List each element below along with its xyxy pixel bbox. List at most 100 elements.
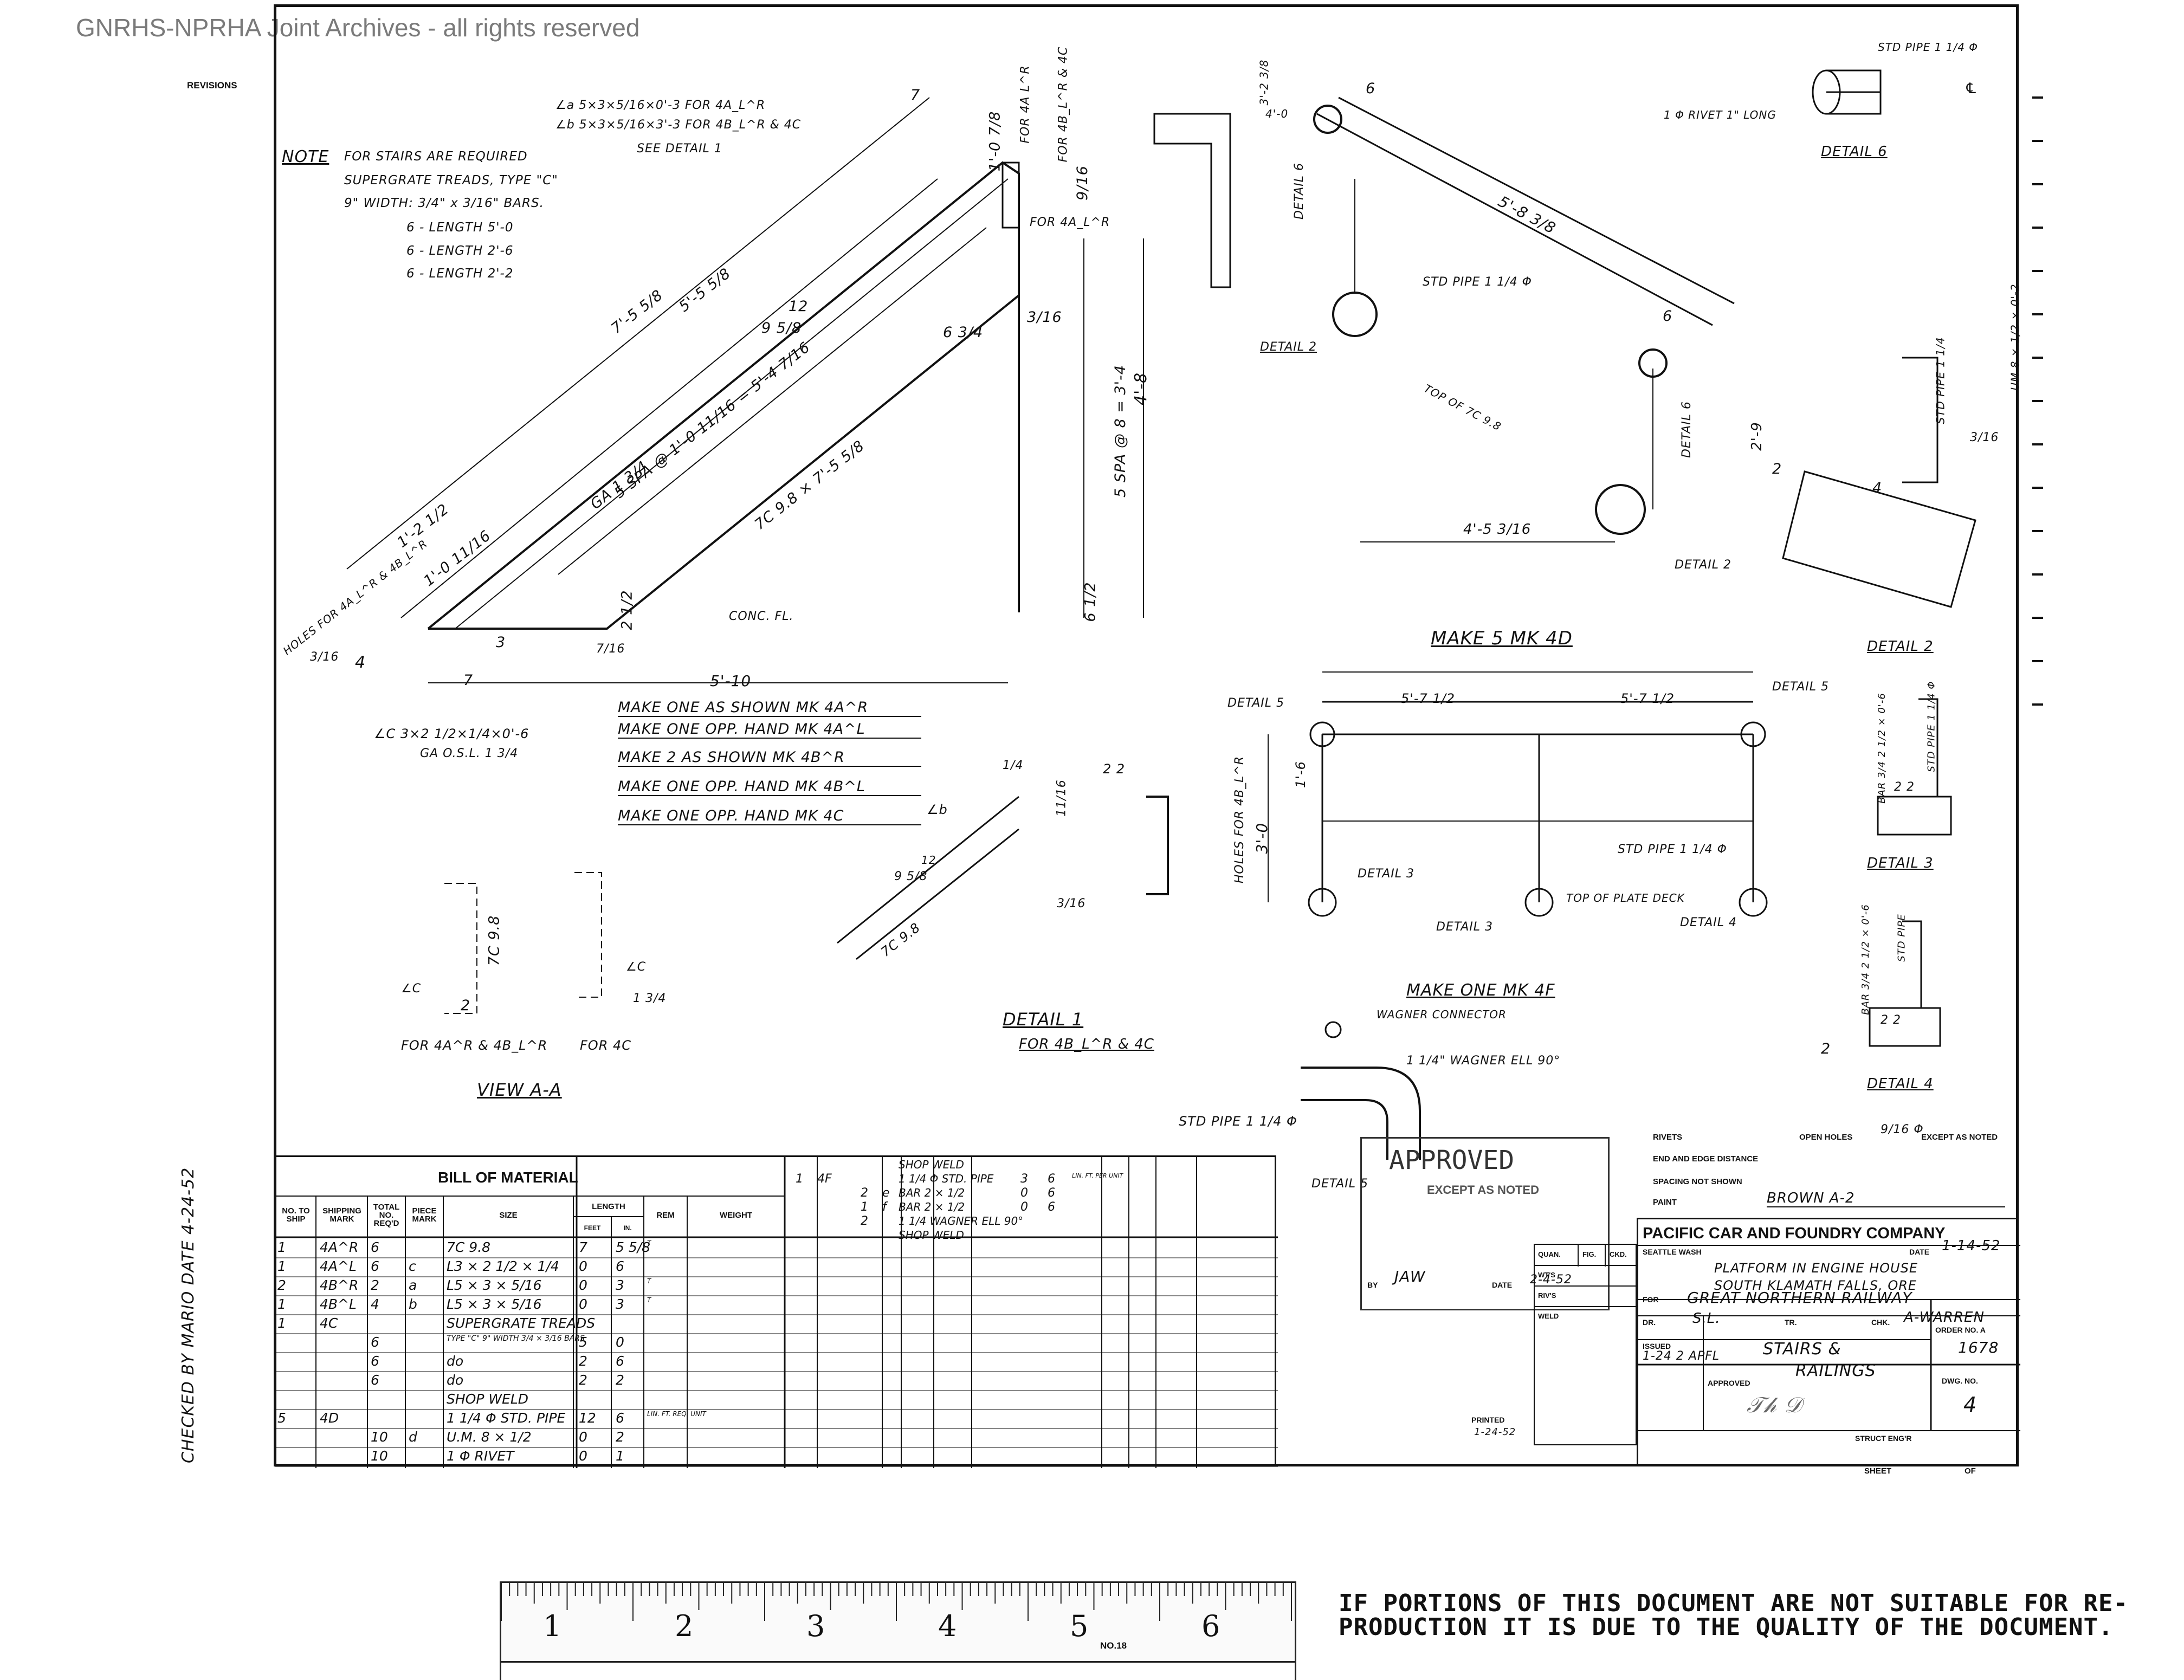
bom-grid [275, 1157, 1278, 1468]
chk-value: A-WARREN [1904, 1309, 1985, 1326]
bom-cell: b [409, 1296, 417, 1312]
for-value: GREAT NORTHERN RAILWAY [1687, 1289, 1912, 1307]
weld-label: WELD [1538, 1312, 1559, 1320]
note-heading: NOTE [282, 147, 329, 166]
dim-7-16: 7/16 [596, 642, 625, 656]
view-aa-for-right: FOR 4C [580, 1038, 632, 1053]
bom-cell: L5 × 3 × 5/16 [447, 1277, 542, 1293]
bom-cell: 6 [371, 1372, 379, 1388]
bom-cell: SHOP WELD [447, 1391, 529, 1407]
bom-cell: 10 [371, 1429, 388, 1445]
bom-cell: 0 [579, 1296, 587, 1312]
bom-right-cell: 6 [1048, 1186, 1055, 1200]
bom-right-cell: 3 [1020, 1172, 1028, 1186]
mk4d-posts [1321, 734, 1754, 902]
ga-osl-callout: GA O.S.L. 1 3/4 [420, 747, 519, 760]
dwg-value: 4 [1963, 1393, 1978, 1417]
quan-label: QUAN. [1538, 1250, 1561, 1258]
mk4d-std-pipe: STD PIPE 1 1/4 Φ [1618, 843, 1727, 856]
revisions-label: REVISIONS [187, 80, 237, 91]
ruler-number: 1 [543, 1609, 562, 1643]
detail5-std-pipe: STD PIPE 1 1/4 Φ [1925, 681, 1937, 772]
right-edge-ticks [2032, 96, 2043, 706]
mk4d-dim-5-7-1-2-right: 5'-7 1/2 [1620, 691, 1675, 706]
dr-label: DR. [1643, 1318, 1656, 1327]
bom-header-shipping-mark: SHIPPING MARK [322, 1206, 361, 1224]
reproduction-notice-line-1: IF PORTIONS OF THIS DOCUMENT ARE NOT SUI… [1339, 1589, 2128, 1617]
detail4-dim-2: 2 [1821, 1041, 1831, 1057]
bom-cell: 10 [371, 1448, 388, 1464]
detail1-for: FOR 4B_L^R & 4C [1019, 1036, 1154, 1052]
bom-right-cell: 1 [796, 1172, 803, 1186]
paint-label: PAINT [1653, 1198, 1677, 1207]
detail1-angle [1146, 796, 1169, 895]
see-detail-note: SEE DETAIL 1 [637, 142, 722, 156]
detail6-std-pipe: STD PIPE 1 1/4 Φ [1878, 41, 1979, 54]
quantity-box: QUAN. FIG. CKD. WT'S RIV'S WELD [1534, 1244, 1638, 1445]
company-city: SEATTLE WASH [1643, 1248, 1702, 1256]
bom-cell: SUPERGRATE TREADS [447, 1315, 596, 1331]
bom-cell: T [647, 1296, 651, 1304]
dr-value: S.L. [1692, 1310, 1721, 1327]
make-list-item: MAKE ONE OPP. HAND MK 4A^L [618, 721, 921, 739]
detail2-title: DETAIL 2 [1867, 638, 1934, 655]
bom-cell: U.M. 8 × 1/2 [447, 1429, 532, 1445]
view-aa-dim-2: 2 [461, 997, 471, 1014]
detail1-channel [837, 796, 1019, 960]
mk4f-std-pipe: STD PIPE 1 1/4 Φ [1179, 1114, 1297, 1129]
bom-cell: 5 5/8 [616, 1239, 651, 1255]
ruler-number: 3 [806, 1609, 825, 1643]
struct-eng-label: STRUCT ENG'R [1855, 1434, 1912, 1443]
angle-a-callout: ∠a 5×3×5/16×0'-3 FOR 4A_L^R [555, 99, 766, 112]
note-line: 6 - LENGTH 5'-0 [406, 221, 514, 235]
railing-dim-4-0: 4'-0 [1265, 107, 1289, 120]
bom-right-cell: 0 [1020, 1200, 1028, 1214]
bom-header-rem: REM [656, 1211, 675, 1220]
bom-header-length: LENGTH [592, 1202, 625, 1211]
detail2-dim-2: 2 [1772, 461, 1782, 477]
ruler-number: 5 [1070, 1609, 1089, 1643]
detail1-dim-2-2: 2 2 [1103, 761, 1126, 777]
bom-cell: 2 [371, 1277, 379, 1293]
rivets-spec-block: RIVETS OPEN HOLES 9/16 Φ EXCEPT AS NOTED… [1653, 1123, 2016, 1215]
mk4d-detail-5-right: DETAIL 5 [1772, 680, 1830, 694]
detail2-dim-3-16: 3/16 [1970, 431, 1999, 444]
bom-cell: 3 [616, 1277, 624, 1293]
dim-12: 12 [789, 298, 809, 315]
chk-label: CHK. [1871, 1318, 1890, 1327]
bom-cell: TYPE "C" 9" WIDTH 3/4 × 3/16 BARS [447, 1334, 585, 1343]
bom-right-cell: 6 [1048, 1172, 1055, 1186]
detail1-holes: HOLES FOR 4B_L^R [1233, 755, 1247, 884]
mk4d-detail-3: DETAIL 3 [1358, 867, 1415, 881]
detail3-title: DETAIL 3 [1867, 855, 1934, 871]
mk4d-foot-2 [1524, 888, 1554, 917]
bom-cell: 2 [579, 1353, 587, 1369]
detail6-cl: ℄ [1965, 80, 1979, 97]
company-name: PACIFIC CAR AND FOUNDRY COMPANY [1643, 1225, 1946, 1242]
bom-cell: 4B^L [320, 1296, 357, 1312]
title-block-grid [1638, 1245, 2020, 1431]
bom-title: BILL OF MATERIAL [438, 1169, 578, 1186]
wts-label: WT'S [1538, 1271, 1555, 1279]
printed-label: PRINTED [1471, 1416, 1505, 1424]
dim-3-16: 3/16 [1027, 309, 1062, 326]
title-date-value: 1-14-52 [1942, 1238, 2001, 1254]
view-aa-left-section [444, 883, 477, 1014]
stair-note: NOTE FOR STAIRS ARE REQUIRED SUPERGRATE … [282, 147, 558, 281]
bom-cell: 0 [616, 1334, 624, 1350]
mk4d-detail-4: DETAIL 4 [1680, 916, 1737, 929]
bom-cell: 4B^R [320, 1277, 359, 1293]
bom-right-cell: 1 1/4 Φ STD. PIPE [899, 1172, 994, 1185]
detail1-dim-12: 12 [921, 854, 936, 867]
rivets-label: RIVETS [1653, 1133, 1683, 1142]
bom-cell: 6 [616, 1258, 624, 1274]
make-list-item: MAKE ONE AS SHOWN MK 4A^R [618, 699, 921, 717]
bom-cell: 1 [277, 1296, 286, 1312]
detail2-pipe [1902, 357, 1939, 483]
drawing-title-2: RAILINGS [1795, 1361, 1876, 1380]
view-aa-dim-1-3-4: 1 3/4 [633, 992, 667, 1005]
rivs-label: RIV'S [1538, 1291, 1556, 1300]
order-label: ORDER No. A [1935, 1326, 1986, 1334]
bom-right-cell: LIN. FT. PER UNIT [1072, 1172, 1123, 1179]
